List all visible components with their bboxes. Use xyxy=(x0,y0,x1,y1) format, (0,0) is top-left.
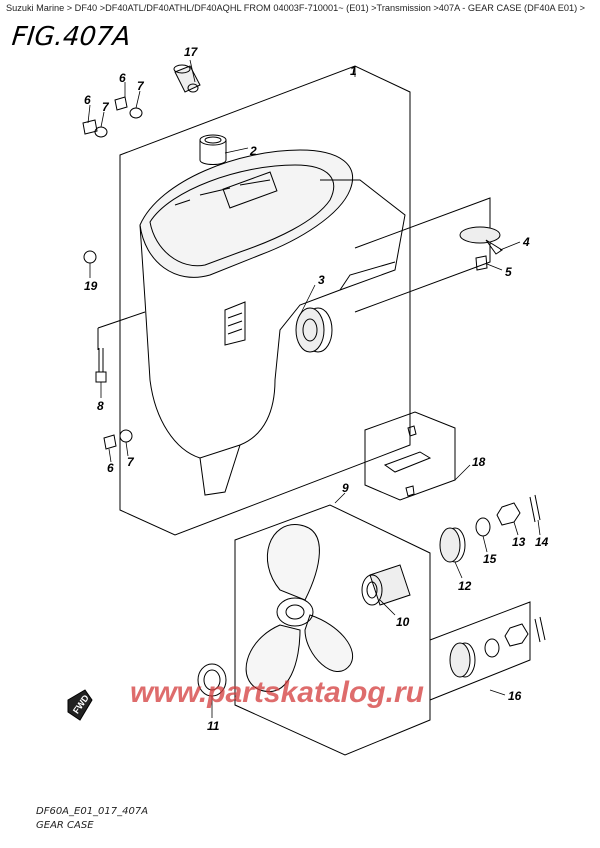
gear-case-housing xyxy=(139,149,406,496)
callout-9[interactable]: 9 xyxy=(342,481,349,495)
callout-8[interactable]: 8 xyxy=(97,399,104,413)
callout-3[interactable]: 3 xyxy=(318,273,325,287)
parts-6-7-top xyxy=(82,96,143,138)
callout-2[interactable]: 2 xyxy=(249,144,257,158)
callout-19[interactable]: 19 xyxy=(84,279,98,293)
frame-gear-case xyxy=(119,65,411,536)
part-16-assembly xyxy=(449,616,546,678)
part-15-washer xyxy=(475,517,491,537)
fwd-arrow xyxy=(67,689,93,721)
part-18-anode xyxy=(383,425,432,497)
callout-18[interactable]: 18 xyxy=(472,455,486,469)
frame-propeller xyxy=(234,504,431,756)
callout-4[interactable]: 4 xyxy=(522,235,530,249)
part-10-bushing xyxy=(361,564,411,606)
part-2-bushing xyxy=(199,134,227,165)
leader-lines xyxy=(87,59,541,718)
diagram-code: DF60A_E01_017_407A xyxy=(36,806,149,817)
callout-11[interactable]: 11 xyxy=(207,719,220,733)
part-8-bolt xyxy=(95,348,107,383)
frame-anode-extension xyxy=(354,197,491,313)
callout-6-mid[interactable]: 6 xyxy=(84,93,91,107)
callout-7-mid[interactable]: 7 xyxy=(102,100,110,114)
callout-7-lower[interactable]: 7 xyxy=(127,455,135,469)
callout-13[interactable]: 13 xyxy=(512,535,526,549)
watermark: www.partskatalog.ru xyxy=(130,676,424,709)
callout-15[interactable]: 15 xyxy=(483,552,497,566)
part-3-bearing xyxy=(295,307,333,353)
frame-right-lower xyxy=(429,601,531,701)
callout-16[interactable]: 16 xyxy=(508,689,522,703)
callout-5[interactable]: 5 xyxy=(505,265,512,279)
callout-14[interactable]: 14 xyxy=(535,535,549,549)
part-9-propeller xyxy=(245,524,354,693)
callout-12[interactable]: 12 xyxy=(458,579,472,593)
breadcrumb[interactable]: Suzuki Marine > DF40 >DF40ATL/DF40ATHL/D… xyxy=(6,3,586,13)
callout-17[interactable]: 17 xyxy=(184,45,199,59)
callout-6-lower[interactable]: 6 xyxy=(107,461,114,475)
callout-7-top[interactable]: 7 xyxy=(137,79,145,93)
frame-bolt-leader xyxy=(97,311,146,350)
part-13-nut xyxy=(496,502,521,526)
callout-6-top[interactable]: 6 xyxy=(119,71,126,85)
parts-6-7-lower xyxy=(103,429,133,450)
callout-10[interactable]: 10 xyxy=(396,615,410,629)
part-17-grommet xyxy=(173,64,201,93)
part-5-bolt xyxy=(475,255,488,271)
part-12-bearing xyxy=(439,527,466,563)
part-14-cotter-pin xyxy=(529,494,541,523)
part-19-plug xyxy=(83,250,97,264)
diagram-caption: GEAR CASE xyxy=(36,820,94,831)
part-4-anode xyxy=(459,226,503,255)
callout-1[interactable]: 1 xyxy=(350,64,357,78)
